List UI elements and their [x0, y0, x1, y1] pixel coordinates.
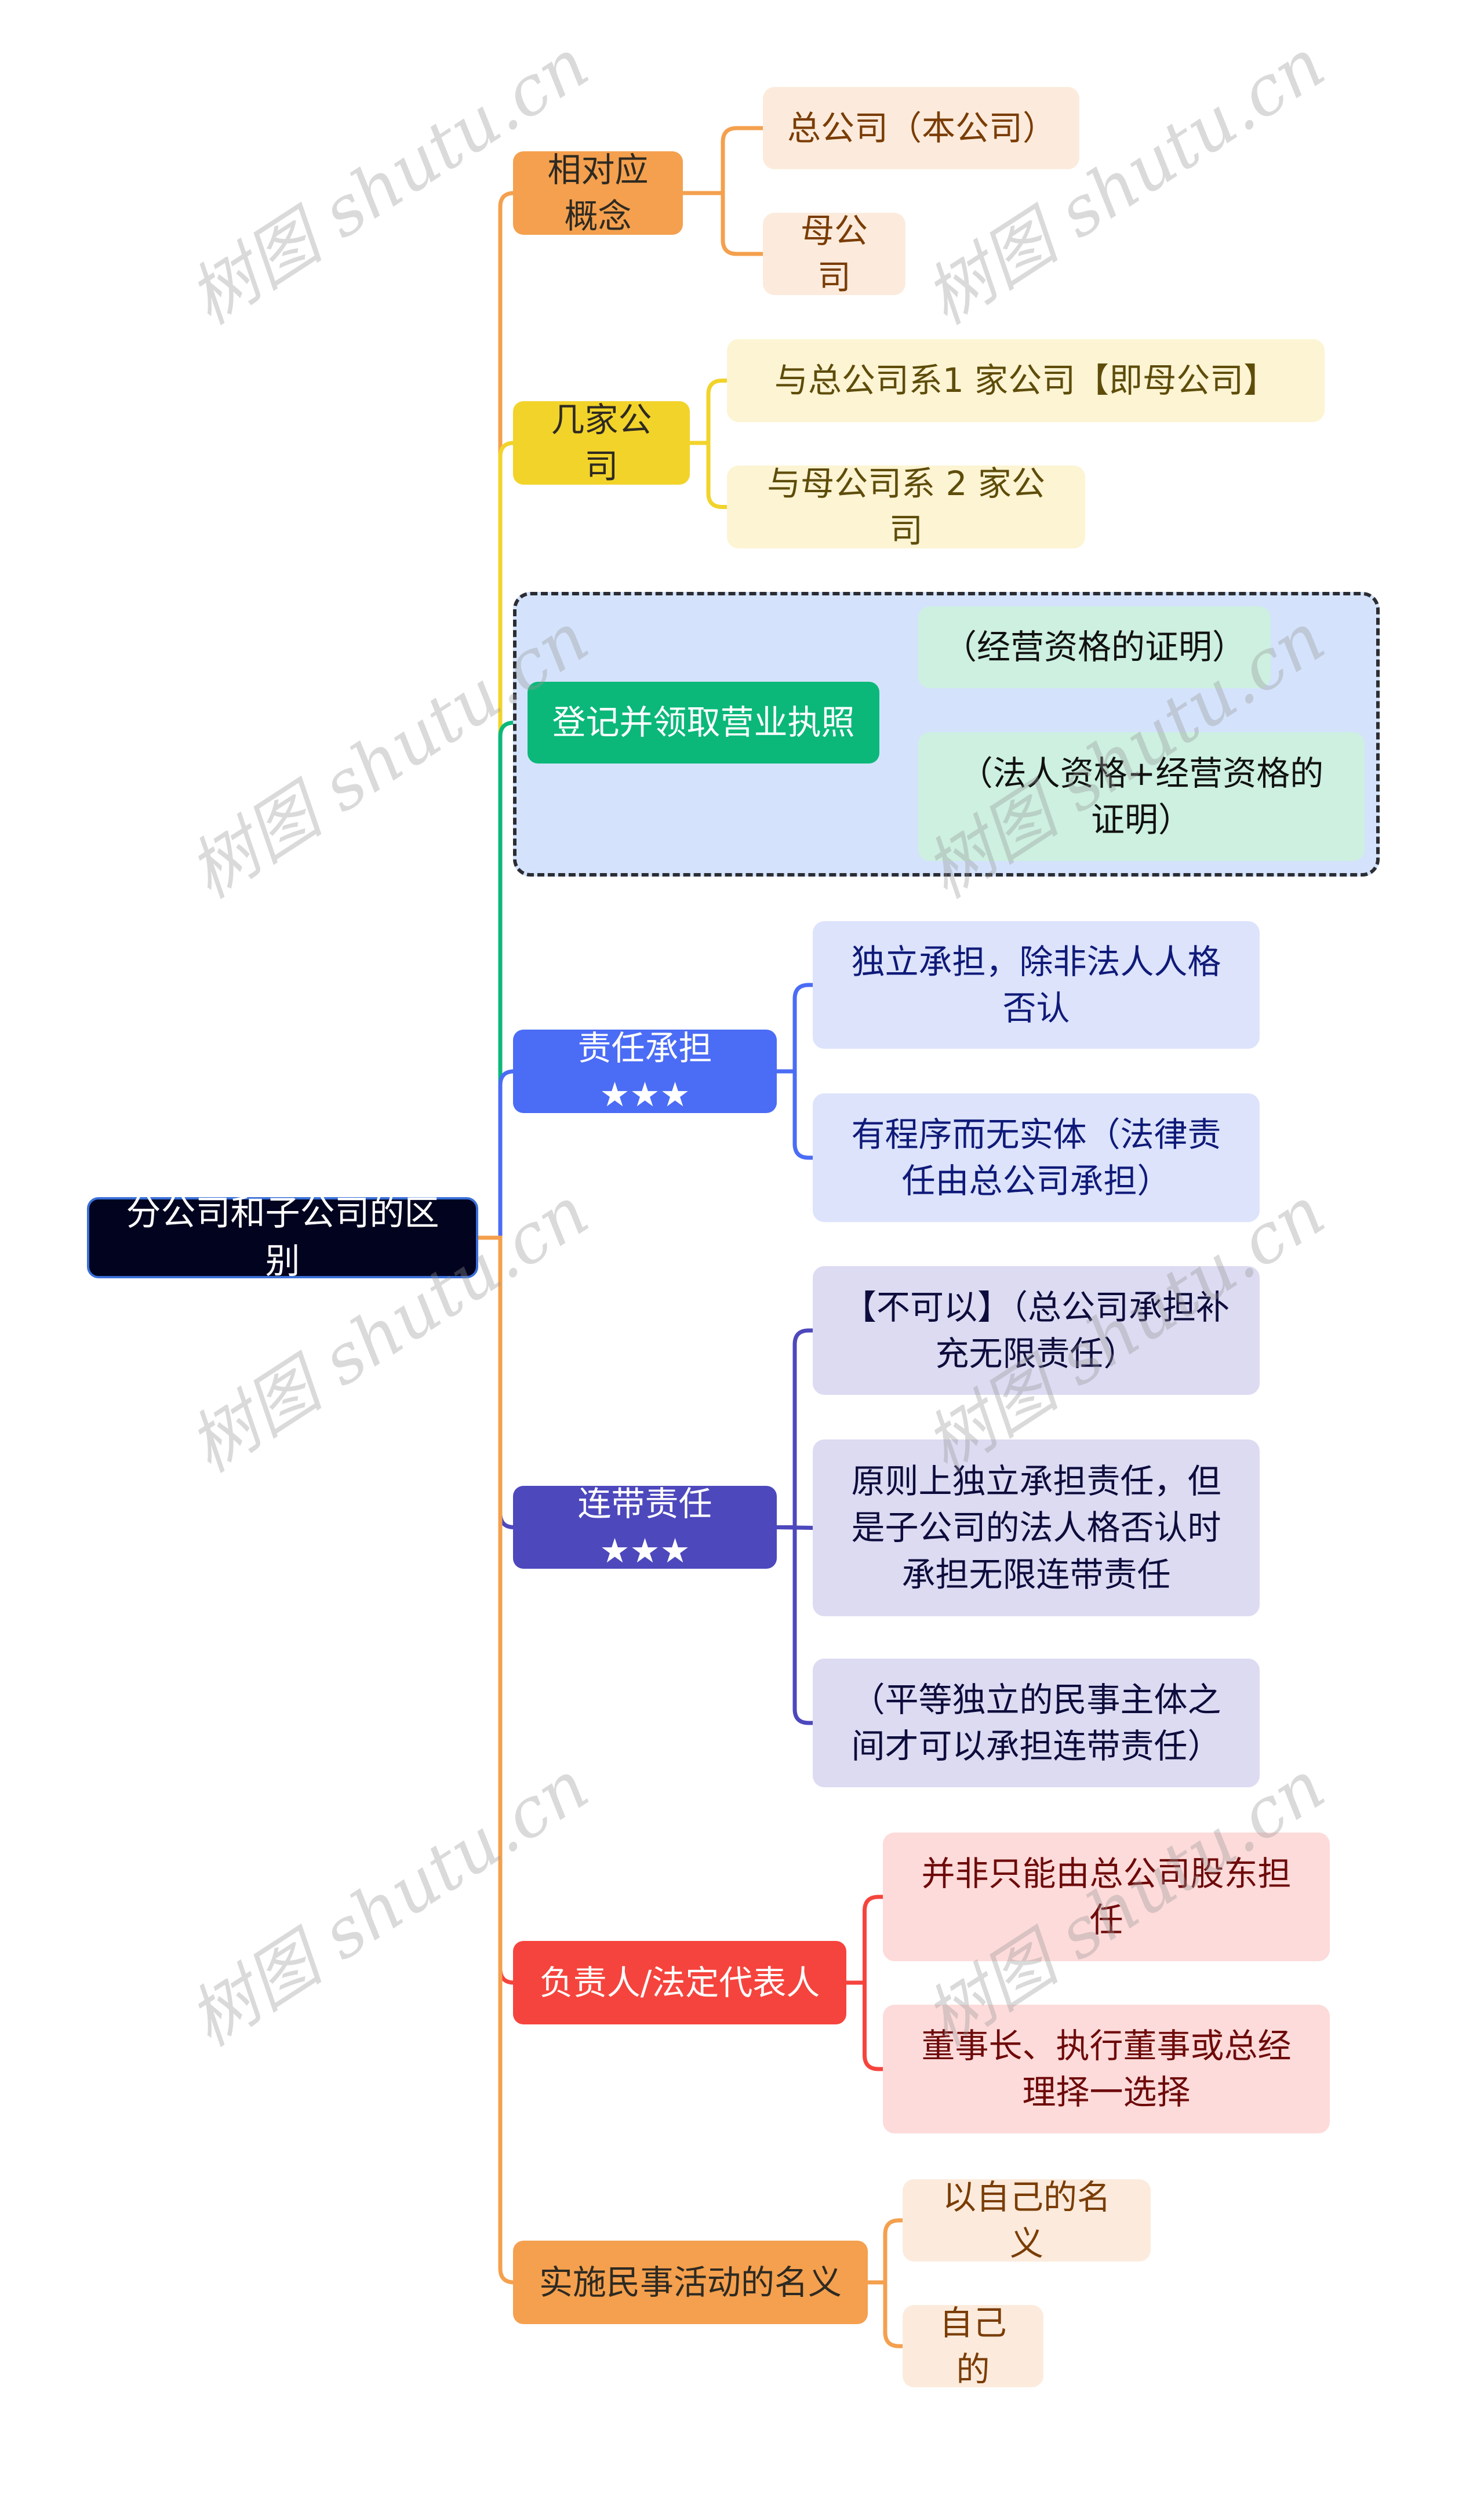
root-topic-label: 分公司和子公司的区别: [126, 1193, 439, 1282]
leaf-topic[interactable]: 与总公司系1 家公司【即母公司】: [727, 339, 1325, 422]
leaf-topic[interactable]: 与母公司系 2 家公司: [727, 464, 1085, 550]
leaf-label: 并非只能由总公司股东担任: [921, 1853, 1292, 1940]
leaf-connector: [774, 1328, 815, 1529]
root-topic[interactable]: 分公司和子公司的区别: [87, 1193, 478, 1282]
branch-label: 登记并领取营业执照: [552, 703, 855, 743]
leaf-label: 独立承担，除非法人人格否认: [851, 941, 1221, 1028]
branch-topic-name-of-civil-activities[interactable]: 实施民事活动的名义: [513, 2241, 868, 2324]
branch-label: 实施民事活动的名义: [539, 2262, 842, 2302]
leaf-connector: [774, 1525, 815, 1725]
leaf-label: 有程序而无实体（法律责任由总公司承担）: [851, 1114, 1221, 1201]
leaf-connector: [774, 1069, 815, 1160]
leaf-label: 与母公司系 2 家公司: [767, 464, 1045, 550]
branch-label: 责任承担★★★: [577, 1028, 712, 1114]
leaf-label: （经营资格的证明）: [943, 627, 1246, 667]
leaf-connector: [774, 983, 815, 1074]
leaf-topic[interactable]: （法人资格+经营资格的证明）: [918, 732, 1365, 861]
leaf-topic[interactable]: （经营资格的证明）: [918, 606, 1271, 688]
leaf-label: 原则上独立承担责任，但是子公司的法人格否认时承担无限连带责任: [851, 1461, 1221, 1594]
leaf-topic[interactable]: 并非只能由总公司股东担任: [883, 1833, 1330, 1961]
branch-topic-joint-liability[interactable]: 连带责任★★★: [513, 1484, 777, 1570]
branch-connector: [476, 1235, 515, 1529]
branch-label: 连带责任★★★: [577, 1484, 712, 1570]
leaf-topic[interactable]: 【不可以】（总公司承担补充无限责任）: [813, 1266, 1260, 1395]
branch-topic-liability[interactable]: 责任承担★★★: [513, 1028, 777, 1114]
leaf-connector: [688, 441, 729, 509]
leaf-label: 母公司: [800, 210, 868, 297]
leaf-topic[interactable]: 以自己的名义: [903, 2177, 1151, 2263]
leaf-label: （平等独立的民事主体之间才可以承担连带责任）: [851, 1679, 1221, 1766]
leaf-topic[interactable]: 原则上独立承担责任，但是子公司的法人格否认时承担无限连带责任: [813, 1439, 1260, 1616]
leaf-topic[interactable]: 董事长、执行董事或总经理择一选择: [883, 2005, 1330, 2133]
leaf-connector: [865, 2280, 905, 2348]
leaf-label: （法人资格+经营资格的证明）: [959, 753, 1324, 839]
branch-label: 负责人/法定代表人: [539, 1962, 820, 2002]
watermark: 树图 shutu.cn: [911, 23, 1338, 340]
leaf-connector: [681, 191, 765, 256]
leaf-label: 自己的: [939, 2303, 1007, 2389]
branch-connector: [476, 1235, 515, 2285]
leaf-topic[interactable]: 有程序而无实体（法律责任由总公司承担）: [813, 1093, 1260, 1222]
leaf-label: 以自己的名义: [942, 2177, 1111, 2263]
leaf-connector: [681, 126, 765, 195]
branch-connector: [476, 441, 515, 1240]
branch-connector: [476, 1069, 515, 1240]
leaf-topic[interactable]: 总公司（本公司）: [763, 87, 1079, 169]
leaf-topic[interactable]: 自己的: [903, 2303, 1043, 2389]
branch-label: 相对应概念: [547, 150, 649, 236]
branch-topic-business-license[interactable]: 登记并领取营业执照: [528, 682, 879, 764]
branch-connector: [476, 1235, 515, 1985]
branch-topic-legal-representative[interactable]: 负责人/法定代表人: [513, 1941, 846, 2024]
branch-topic-number-of-companies[interactable]: 几家公司: [513, 400, 690, 486]
leaf-connector: [865, 2218, 905, 2285]
leaf-connector: [844, 1980, 885, 2071]
leaf-label: 与总公司系1 家公司【即母公司】: [774, 361, 1278, 401]
leaf-topic[interactable]: 母公司: [763, 211, 905, 297]
branch-connector: [476, 191, 515, 1240]
leaf-connector: [844, 1895, 885, 1985]
leaf-topic[interactable]: （平等独立的民事主体之间才可以承担连带责任）: [813, 1659, 1260, 1787]
branch-label: 几家公司: [551, 399, 652, 486]
leaf-label: 【不可以】（总公司承担补充无限责任）: [842, 1287, 1230, 1373]
leaf-topic[interactable]: 独立承担，除非法人人格否认: [813, 921, 1260, 1049]
leaf-label: 董事长、执行董事或总经理择一选择: [921, 2026, 1292, 2112]
leaf-connector: [688, 379, 729, 445]
leaf-label: 总公司（本公司）: [787, 108, 1057, 148]
branch-topic-corresponding-concepts[interactable]: 相对应概念: [513, 150, 683, 236]
